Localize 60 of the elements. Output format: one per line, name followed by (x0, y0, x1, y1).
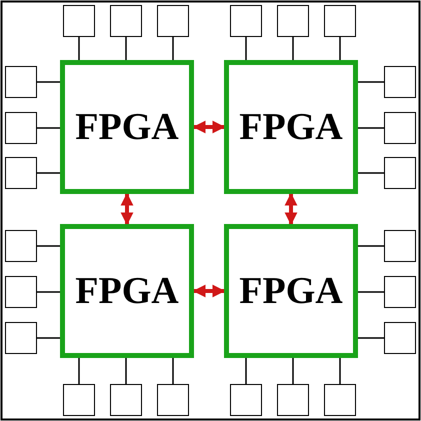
connector-line (292, 37, 294, 60)
port-box (157, 5, 189, 37)
double-arrow (192, 284, 226, 298)
chip-label: FPGA (75, 269, 179, 313)
port-box (324, 5, 356, 37)
connector-line (358, 81, 384, 83)
port-box (384, 66, 416, 98)
port-box (384, 112, 416, 144)
port-box (384, 157, 416, 189)
port-box (5, 322, 37, 354)
connector-line (37, 81, 60, 83)
port-box (5, 66, 37, 98)
connector-line (358, 127, 384, 129)
connector-line (172, 358, 174, 384)
connector-line (125, 37, 127, 60)
double-arrow (192, 120, 226, 134)
connector-line (339, 358, 341, 384)
connector-line (358, 245, 384, 247)
double-arrow (120, 192, 134, 226)
chip-box (224, 60, 358, 194)
chip-label: FPGA (239, 269, 343, 313)
connector-line (358, 172, 384, 174)
chip-box (60, 224, 194, 358)
connector-line (37, 291, 60, 293)
port-box (277, 5, 309, 37)
port-box (110, 384, 142, 416)
connector-line (172, 37, 174, 60)
double-arrow (284, 192, 298, 226)
port-box (110, 5, 142, 37)
chip-box (60, 60, 194, 194)
connector-line (37, 127, 60, 129)
port-box (230, 384, 262, 416)
port-box (5, 157, 37, 189)
connector-line (245, 358, 247, 384)
connector-line (125, 358, 127, 384)
connector-line (37, 172, 60, 174)
connector-line (339, 37, 341, 60)
port-box (384, 230, 416, 262)
port-box (324, 384, 356, 416)
connector-line (78, 358, 80, 384)
chip-label: FPGA (239, 105, 343, 149)
port-box (157, 384, 189, 416)
chip-label: FPGA (75, 105, 179, 149)
connector-line (358, 291, 384, 293)
port-box (63, 384, 95, 416)
connector-line (78, 37, 80, 60)
connector-line (245, 37, 247, 60)
port-box (230, 5, 262, 37)
port-box (277, 384, 309, 416)
port-box (384, 322, 416, 354)
port-box (5, 112, 37, 144)
port-box (5, 230, 37, 262)
connector-line (37, 245, 60, 247)
connector-line (358, 337, 384, 339)
chip-box (224, 224, 358, 358)
port-box (63, 5, 95, 37)
port-box (5, 276, 37, 308)
connector-line (37, 337, 60, 339)
port-box (384, 276, 416, 308)
connector-line (292, 358, 294, 384)
